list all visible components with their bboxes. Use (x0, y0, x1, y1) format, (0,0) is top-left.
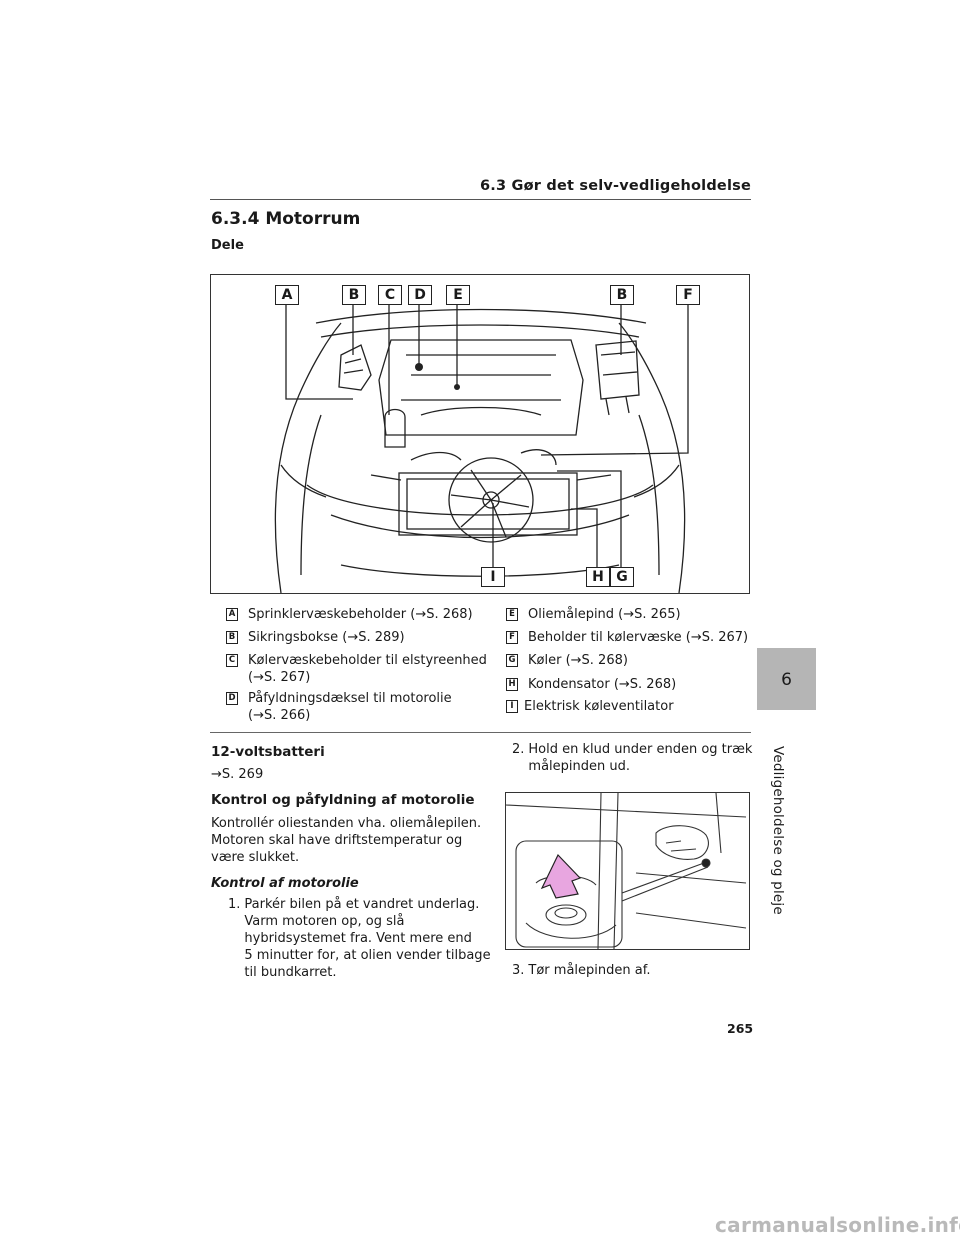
legend-item-h: H Kondensator (→S. 268) (506, 676, 676, 693)
chapter-tab (757, 648, 816, 710)
figure-label-d: D (408, 285, 432, 305)
pull-up-arrow-icon (540, 853, 582, 899)
subtitle: Dele (211, 238, 244, 253)
engine-compartment-figure: A B C D E B F I H G (210, 274, 750, 594)
step-line: til bundkarret. (244, 965, 337, 980)
legend-text: Kondensator (→S. 268) (528, 677, 677, 692)
legend-line: Kølervæskebeholder til elstyreenhed (248, 653, 487, 668)
legend-line: Påfyldningsdæksel til motorolie (248, 691, 452, 706)
legend-line: (→S. 266) (248, 708, 311, 723)
oil-paragraph: Kontrollér oliestanden vha. oliemålepile… (211, 815, 481, 866)
step-number: 1. (228, 897, 241, 912)
legend-badge: E (506, 608, 518, 621)
step-1: 1. Parkér bilen på et vandret underlag. … (228, 896, 491, 981)
section-header: 6.3 Gør det selv-vedligeholdelse (479, 178, 751, 194)
legend-item-d: D Påfyldningsdæksel til motorolie (→S. 2… (226, 690, 452, 724)
check-oil-heading: Kontrol af motorolie (211, 876, 359, 891)
legend-badge: B (226, 631, 238, 644)
legend-text: Sikringsbokse (→S. 289) (248, 630, 405, 645)
step-text: Tør målepinden af. (528, 963, 651, 978)
figure-label-b2: B (610, 285, 634, 305)
figure-label-e: E (446, 285, 470, 305)
chapter-number: 6 (781, 670, 792, 690)
legend-badge: F (506, 631, 518, 644)
section-title: 6.3.4 Motorrum (211, 209, 361, 229)
chapter-label: Vedligeholdelse og pleje (770, 746, 786, 915)
figure-label-c: C (378, 285, 402, 305)
legend-item-a: A Sprinklervæskebeholder (→S. 268) (226, 606, 473, 623)
oil-heading: Kontrol og påfyldning af motorolie (211, 792, 475, 808)
legend-item-e: E Oliemålepind (→S. 265) (506, 606, 681, 623)
step-2: 2. Hold en klud under enden og træk måle… (512, 741, 752, 775)
battery-heading: 12-voltsbatteri (211, 744, 325, 760)
header-rule (210, 199, 751, 200)
figure-label-a: A (275, 285, 299, 305)
legend-text: Oliemålepind (→S. 265) (528, 607, 681, 622)
paragraph-line: Kontrollér oliestanden vha. oliemålepile… (211, 816, 482, 831)
step-line: Hold en klud under enden og træk (528, 742, 753, 757)
legend-item-i: I Elektrisk køleventilator (506, 698, 674, 715)
dipstick-figure (505, 792, 750, 950)
step-3: 3. Tør målepinden af. (512, 962, 650, 979)
figure-label-f: F (676, 285, 700, 305)
step-text: Parkér bilen på et vandret underlag. Var… (244, 896, 490, 981)
legend-text: Elektrisk køleventilator (524, 699, 674, 714)
step-line: 5 minutter for, at olien vender tilbage (244, 948, 491, 963)
step-number: 3. (512, 963, 525, 978)
step-number: 2. (512, 742, 525, 757)
legend-text: Kølervæskebeholder til elstyreenhed (→S.… (248, 652, 487, 686)
page-number: 265 (727, 1021, 754, 1036)
legend-badge: C (226, 654, 238, 667)
legend-item-f: F Beholder til kølervæske (→S. 267) (506, 629, 748, 646)
battery-reference: →S. 269 (211, 767, 264, 782)
legend-text: Sprinklervæskebeholder (→S. 268) (248, 607, 473, 622)
figure-label-i: I (481, 567, 505, 587)
step-line: hybridsystemet fra. Vent mere end (244, 931, 472, 946)
step-line: målepinden ud. (528, 759, 630, 774)
legend-badge: H (506, 678, 518, 691)
figure-label-g: G (610, 567, 634, 587)
legend-text: Påfyldningsdæksel til motorolie (→S. 266… (248, 690, 452, 724)
legend-badge: A (226, 608, 238, 621)
legend-item-c: C Kølervæskebeholder til elstyreenhed (→… (226, 652, 487, 686)
legend-divider (210, 732, 751, 733)
paragraph-line: Motoren skal have driftstemperatur og (211, 833, 463, 848)
watermark: carmanualsonline.info (715, 1213, 960, 1237)
legend-item-b: B Sikringsbokse (→S. 289) (226, 629, 405, 646)
paragraph-line: være slukket. (211, 850, 300, 865)
engine-drawing (274, 303, 689, 593)
legend-badge: G (506, 654, 518, 667)
figure-label-h: H (586, 567, 610, 587)
legend-text: Køler (→S. 268) (528, 653, 628, 668)
step-line: Parkér bilen på et vandret underlag. (244, 897, 480, 912)
figure-label-b: B (342, 285, 366, 305)
legend-badge: D (226, 692, 238, 705)
legend-badge: I (506, 700, 518, 713)
step-line: Varm motoren op, og slå (244, 914, 405, 929)
step-text: Hold en klud under enden og træk målepin… (528, 741, 752, 775)
legend-text: Beholder til kølervæske (→S. 267) (528, 630, 749, 645)
legend-item-g: G Køler (→S. 268) (506, 652, 628, 669)
legend-line: (→S. 267) (248, 670, 311, 685)
dipstick-drawing (506, 793, 747, 949)
